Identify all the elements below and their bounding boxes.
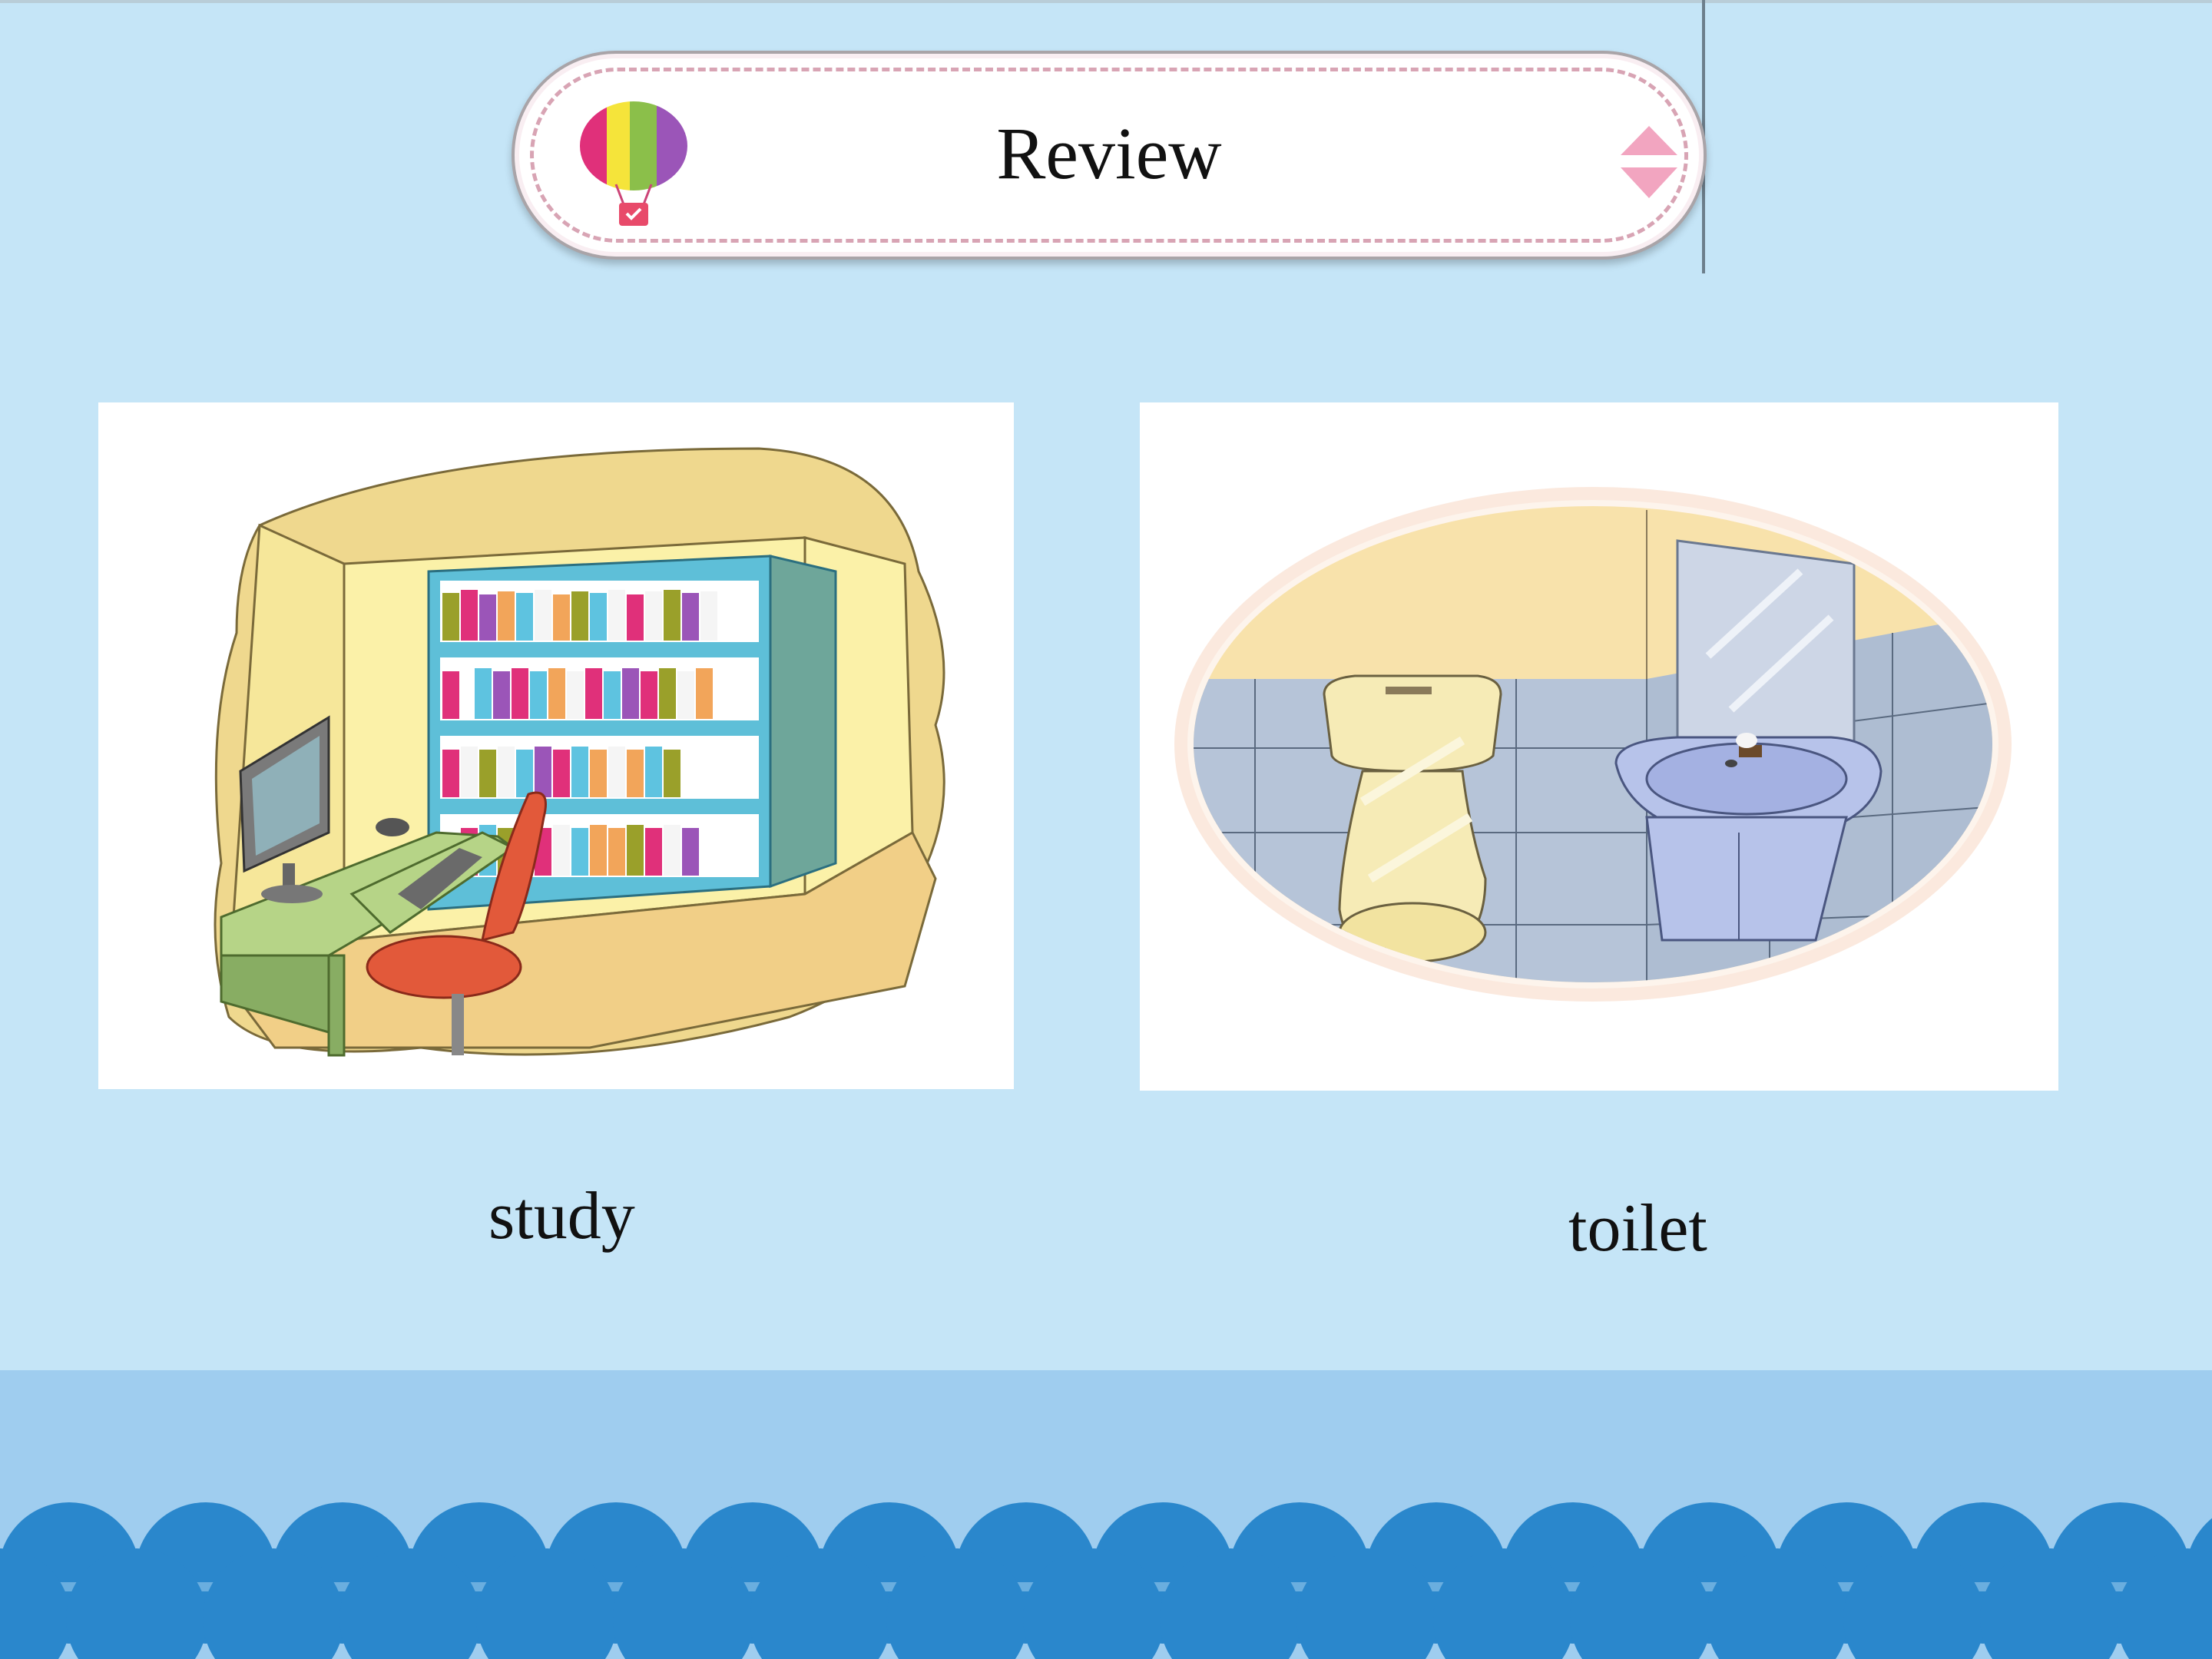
wave-scallop bbox=[1433, 1548, 1575, 1659]
wave-scallop bbox=[2117, 1548, 2212, 1659]
wave-scallop bbox=[1023, 1548, 1164, 1659]
title-banner: Review bbox=[512, 51, 1707, 260]
wave-scallop bbox=[1160, 1548, 1301, 1659]
wave-scallop bbox=[1843, 1548, 1985, 1659]
wave-scallop bbox=[0, 1548, 71, 1659]
wave-scallop bbox=[1570, 1548, 1711, 1659]
study-room-illustration bbox=[214, 447, 945, 1057]
toilet-caption: toilet bbox=[1568, 1191, 1707, 1266]
wave-scallop bbox=[1707, 1548, 1848, 1659]
toilet-room-illustration bbox=[1174, 487, 2012, 1002]
study-card bbox=[98, 402, 1014, 1089]
top-edge bbox=[0, 0, 2212, 3]
wave-scallop bbox=[203, 1548, 344, 1659]
up-down-arrows-icon bbox=[1621, 126, 1677, 198]
study-caption: study bbox=[488, 1179, 635, 1253]
toilet-card bbox=[1140, 402, 2058, 1091]
title-dashed-border bbox=[530, 68, 1688, 243]
wave-scallop bbox=[886, 1548, 1028, 1659]
hot-air-balloon-icon bbox=[580, 101, 687, 226]
wave-scallop bbox=[750, 1548, 891, 1659]
scallop-waves-decoration bbox=[0, 1502, 2212, 1659]
page-title: Review bbox=[996, 112, 1222, 194]
wave-scallop bbox=[613, 1548, 754, 1659]
wave-scallop bbox=[1980, 1548, 2121, 1659]
wave-scallop bbox=[476, 1548, 618, 1659]
wave-scallop bbox=[66, 1548, 207, 1659]
wave-scallop bbox=[1296, 1548, 1438, 1659]
wave-scallop bbox=[339, 1548, 481, 1659]
